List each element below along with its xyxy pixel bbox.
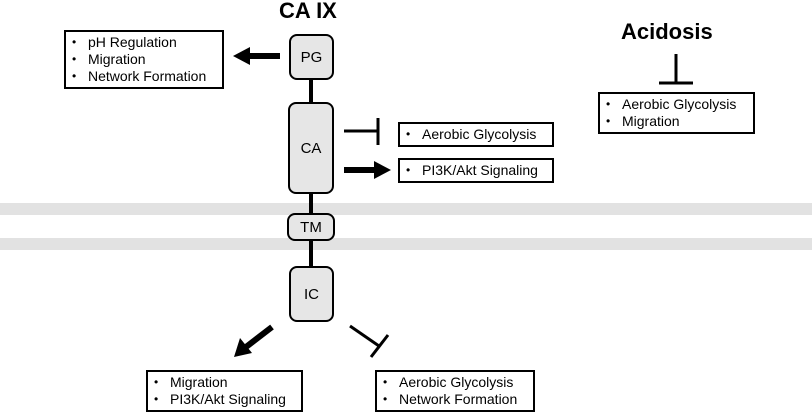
ca-activates-box: PI3K/Akt Signaling bbox=[398, 158, 554, 183]
domain-ca-label: CA bbox=[300, 139, 322, 157]
list-item: Migration bbox=[604, 113, 747, 130]
ic-inhibit-bar bbox=[369, 334, 390, 358]
domain-pg: PG bbox=[289, 34, 334, 80]
list-item: Aerobic Glycolysis bbox=[604, 96, 747, 113]
ic-inhibits-box: Aerobic Glycolysis Network Formation bbox=[375, 370, 535, 412]
diagram-title: CA IX bbox=[279, 0, 337, 23]
list-item: PI3K/Akt Signaling bbox=[404, 162, 546, 179]
domain-ic: IC bbox=[289, 266, 334, 322]
acidosis-title: Acidosis bbox=[621, 19, 713, 44]
domain-pg-label: PG bbox=[300, 48, 323, 66]
list-item: Migration bbox=[152, 374, 295, 391]
list-item: Aerobic Glycolysis bbox=[404, 126, 546, 143]
list-item: Network Formation bbox=[381, 391, 527, 408]
ic-arrow-head bbox=[234, 338, 252, 357]
pg-arrow-head bbox=[233, 47, 250, 65]
membrane-band-top bbox=[0, 203, 812, 215]
domain-ic-label: IC bbox=[304, 285, 319, 303]
ca-arrow-head bbox=[374, 161, 391, 179]
list-item: Network Formation bbox=[70, 68, 216, 85]
ic-arrow-shaft bbox=[244, 324, 274, 350]
acidosis-box: Aerobic Glycolysis Migration bbox=[598, 92, 755, 134]
membrane-band-bottom bbox=[0, 238, 812, 250]
list-item: PI3K/Akt Signaling bbox=[152, 391, 295, 408]
list-item: Aerobic Glycolysis bbox=[381, 374, 527, 391]
domain-tm: TM bbox=[287, 213, 335, 241]
domain-ca: CA bbox=[288, 102, 334, 194]
list-item: Migration bbox=[70, 51, 216, 68]
ca-inhibits-box: Aerobic Glycolysis bbox=[398, 122, 554, 147]
ic-activates-box: Migration PI3K/Akt Signaling bbox=[146, 370, 303, 412]
domain-tm-label: TM bbox=[300, 218, 322, 236]
pg-effects-box: pH Regulation Migration Network Formatio… bbox=[64, 30, 224, 89]
list-item: pH Regulation bbox=[70, 34, 216, 51]
ic-inhibit-shaft bbox=[349, 324, 380, 348]
